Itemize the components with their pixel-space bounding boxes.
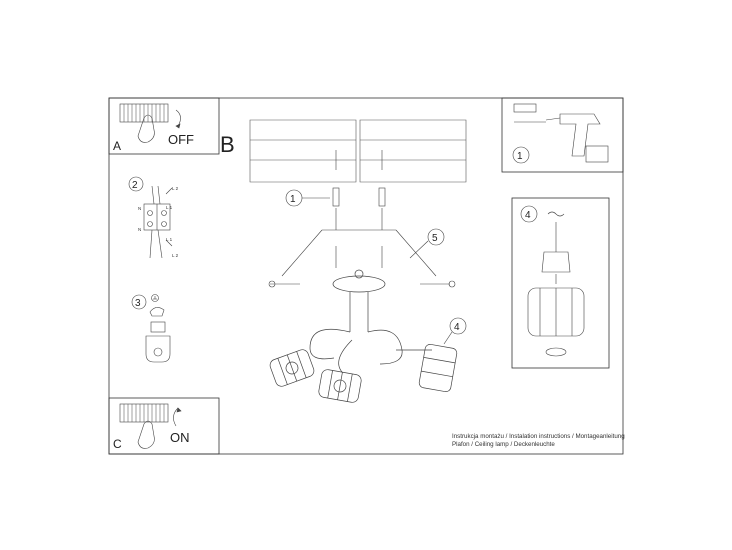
step-5-callout xyxy=(409,228,445,259)
switch-off-illustration xyxy=(119,103,181,143)
lamp-body xyxy=(269,269,458,403)
panel-shade-frame xyxy=(511,197,610,369)
switch-on-illustration xyxy=(119,403,182,449)
step-a-off-label: OFF xyxy=(168,132,194,147)
panel-tools-frame xyxy=(501,97,624,173)
mounting-bracket xyxy=(268,229,456,288)
step-c-on-label: ON xyxy=(170,430,190,445)
ground-connector-illustration xyxy=(131,294,171,363)
wire-label-n-bottom: N xyxy=(138,227,141,232)
step-4-callout-b xyxy=(443,317,467,345)
shade-assembly-illustration xyxy=(520,205,585,357)
step-a-letter: A xyxy=(113,139,121,153)
wire-label-l2-top: L 2 xyxy=(172,186,179,191)
step-3-number: 3 xyxy=(135,298,141,309)
panel-a-frame xyxy=(108,97,220,155)
ceiling-panels xyxy=(249,119,467,183)
outer-frame xyxy=(108,97,624,455)
wire-label-n-top: N xyxy=(138,206,141,211)
wire-label-l1-top: L 1 xyxy=(166,205,173,210)
caption-line-1: Instrukcja montażu / Instalation instruc… xyxy=(452,433,625,440)
wire-label-l1-bottom: L 1 xyxy=(166,237,173,242)
step-1-number-b: 1 xyxy=(290,194,296,205)
step-4-number-b: 4 xyxy=(454,322,460,333)
terminal-block-illustration xyxy=(128,176,173,259)
wire-label-l2-bottom: L 2 xyxy=(172,253,179,258)
drill-illustration xyxy=(513,103,609,163)
step-c-letter: C xyxy=(113,437,122,451)
caption-line-2: Plafon / Ceiling lamp / Deckenleuchte xyxy=(452,441,555,448)
step-2-number: 2 xyxy=(132,180,138,191)
ceiling-dowels xyxy=(332,150,386,230)
step-1-callout-tools xyxy=(512,146,530,164)
step-1-number-tools: 1 xyxy=(517,151,523,162)
step-1-callout xyxy=(285,189,330,207)
panel-c-frame xyxy=(108,397,220,455)
step-4-number-panel: 4 xyxy=(525,210,531,221)
step-5-number: 5 xyxy=(432,233,438,244)
step-b-letter: B xyxy=(220,132,235,157)
